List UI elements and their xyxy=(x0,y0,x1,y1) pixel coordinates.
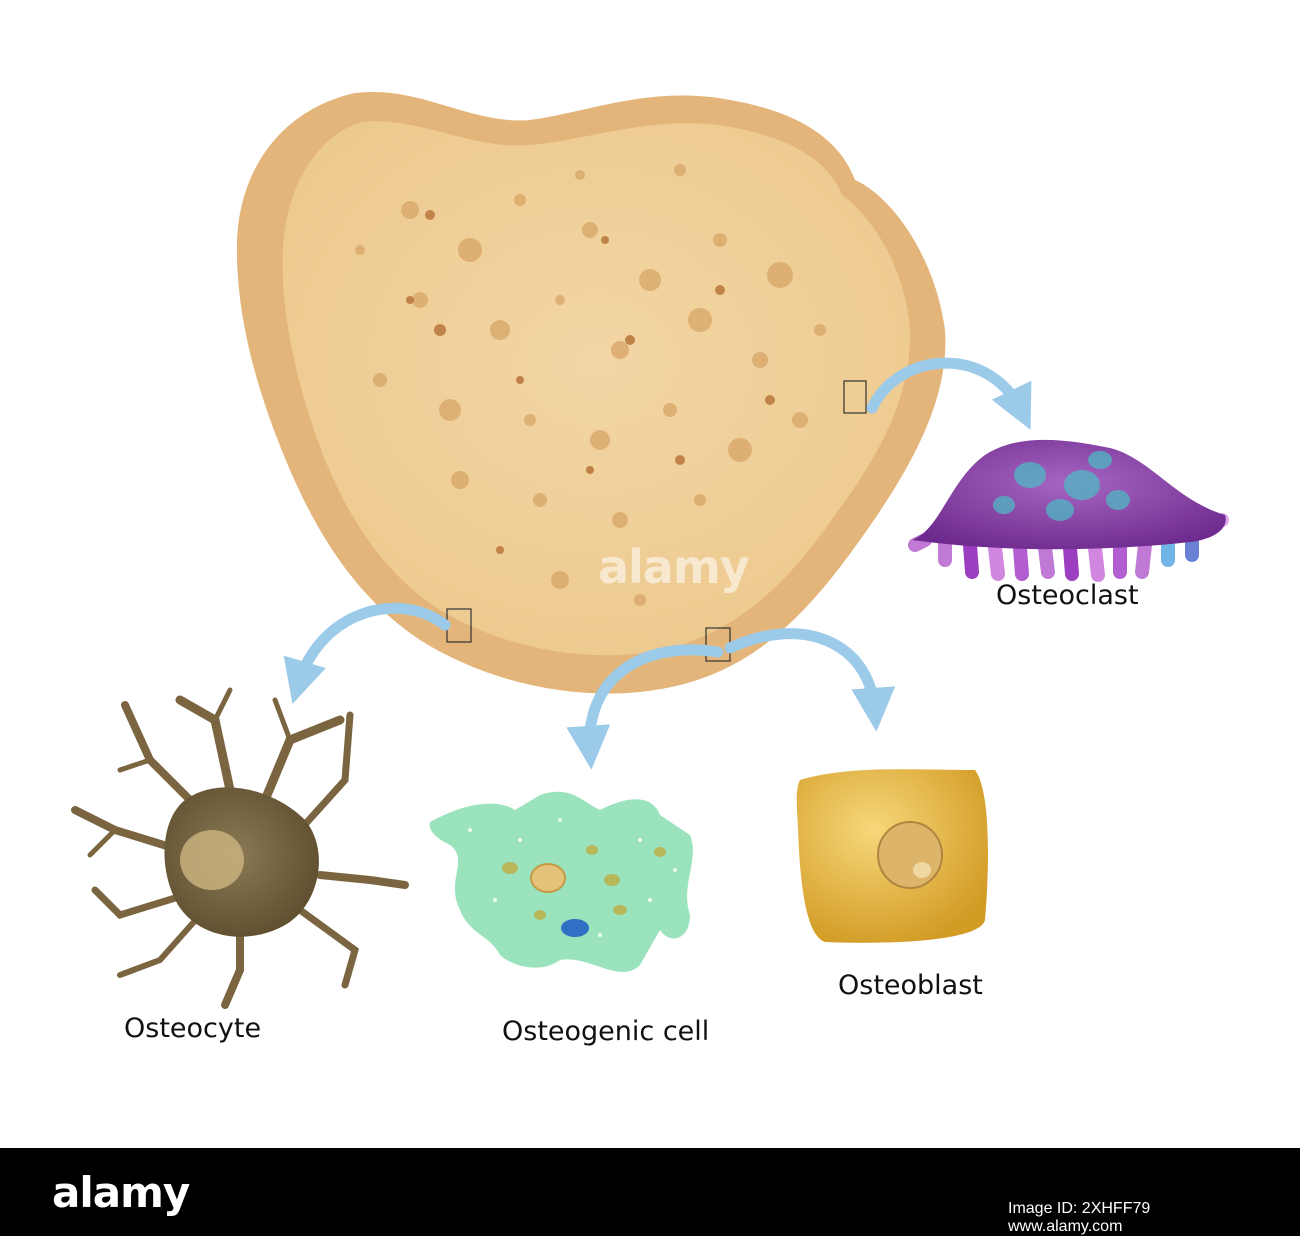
osteoblast-nucleus xyxy=(877,821,943,889)
arrow-to-osteogenic xyxy=(566,644,724,770)
osteocyte-dendrites xyxy=(71,687,409,1009)
bone-pores xyxy=(355,164,826,606)
arrow-to-osteoblast xyxy=(724,628,896,732)
bone-inner-marrow xyxy=(282,121,911,656)
footer-url: www.alamy.com xyxy=(1008,1218,1123,1235)
osteoclast-label: Osteoclast xyxy=(996,580,1139,611)
arrows xyxy=(283,357,1032,770)
osteocyte-cell xyxy=(71,687,409,1009)
osteoclast-nuclei xyxy=(993,451,1130,521)
watermark: alamy xyxy=(598,540,750,594)
osteogenic-organelles xyxy=(502,845,666,937)
bone-dark-pores xyxy=(406,210,775,554)
osteoclast-region-marker xyxy=(843,380,867,414)
osteogenic-cell-label: Osteogenic cell xyxy=(502,1016,710,1047)
osteocyte-nucleus xyxy=(180,830,244,890)
osteoblast-nucleolus xyxy=(913,862,931,878)
osteogenic-cell xyxy=(429,791,693,972)
footer-image-id-text: Image ID: 2XHFF79 xyxy=(1008,1200,1151,1217)
footer-logo: alamy xyxy=(52,1168,190,1217)
arrow-to-osteoclast xyxy=(866,357,1032,430)
bone-cross-section xyxy=(236,91,946,694)
osteoblast-cell xyxy=(796,769,988,943)
osteocyte-label: Osteocyte xyxy=(124,1013,262,1044)
arrow-to-osteocyte xyxy=(283,602,451,704)
osteoclast-cell xyxy=(908,439,1229,582)
osteoblast-label: Osteoblast xyxy=(838,970,983,1001)
osteogenic-granules xyxy=(468,818,677,937)
